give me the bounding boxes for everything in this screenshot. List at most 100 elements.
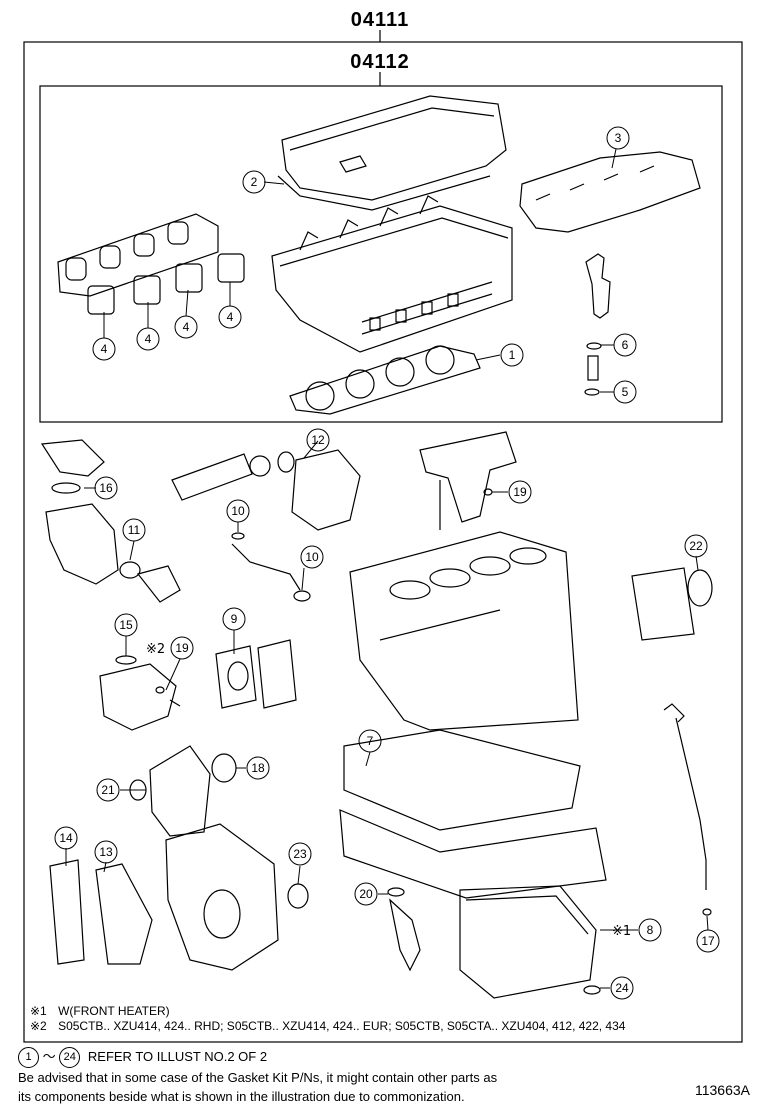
callout-1: 1 bbox=[500, 343, 524, 367]
callout-3: 3 bbox=[606, 126, 630, 150]
svg-text:4: 4 bbox=[101, 342, 108, 356]
callout-4: 4 bbox=[174, 315, 198, 339]
svg-text:20: 20 bbox=[359, 887, 373, 901]
svg-text:4: 4 bbox=[183, 320, 190, 334]
note-2: ※2 S05CTB.. XZU414, 424.. RHD; S05CTB.. … bbox=[30, 1019, 625, 1033]
callout-10: 10 bbox=[226, 499, 250, 523]
svg-text:12: 12 bbox=[311, 433, 325, 447]
svg-text:9: 9 bbox=[231, 612, 238, 626]
range-end-callout: 24 bbox=[59, 1047, 81, 1069]
exhaust-manifold-gasket bbox=[57, 213, 219, 297]
intake-manifold-gasket bbox=[519, 151, 701, 233]
footer-refer: 1 ～ 24 REFER TO ILLUST NO.2 OF 2 bbox=[18, 1046, 268, 1069]
rear-oil-seal-retainer bbox=[631, 567, 713, 641]
timing-gear-case bbox=[165, 823, 309, 971]
cylinder-head-gasket bbox=[289, 345, 481, 415]
callouts: 1 2 3 4 4 4 4 5 6 7 8 9 10 10 11 12 13 1… bbox=[54, 126, 720, 1000]
callout-4: 4 bbox=[218, 305, 242, 329]
water-pipe-small bbox=[231, 532, 311, 602]
water-inlet-housing bbox=[40, 439, 181, 603]
oil-level-gauge bbox=[663, 703, 712, 916]
callout-22: 22 bbox=[684, 534, 708, 558]
lower-oil-pan-gasket bbox=[459, 885, 597, 999]
figure-id: 113663A bbox=[694, 1082, 750, 1098]
water-pump bbox=[99, 655, 181, 731]
callout-19: 19 bbox=[508, 480, 532, 504]
mark-2: ※2 bbox=[146, 642, 165, 657]
svg-text:13: 13 bbox=[99, 845, 113, 859]
callout-15: 15 bbox=[114, 613, 138, 637]
kit-inner-code: 04112 bbox=[350, 51, 410, 73]
range-separator: ～ bbox=[42, 1049, 56, 1064]
kit-inner-frame bbox=[39, 85, 723, 423]
svg-text:18: 18 bbox=[251, 761, 265, 775]
callout-20: 20 bbox=[354, 882, 378, 906]
svg-text:5: 5 bbox=[622, 385, 629, 399]
callout-14: 14 bbox=[54, 826, 78, 850]
callout-4: 4 bbox=[136, 327, 160, 351]
svg-text:4: 4 bbox=[227, 310, 234, 324]
svg-text:3: 3 bbox=[615, 131, 622, 145]
kit-outer-frame bbox=[23, 41, 743, 1043]
svg-text:10: 10 bbox=[231, 504, 245, 518]
fuel-injector bbox=[584, 253, 611, 396]
water-pump-gasket bbox=[215, 639, 297, 709]
svg-text:7: 7 bbox=[367, 734, 374, 748]
advice-line-2: its components beside what is shown in t… bbox=[18, 1089, 465, 1104]
svg-text:17: 17 bbox=[701, 934, 715, 948]
advice-line-1: Be advised that in some case of the Gask… bbox=[18, 1070, 498, 1085]
svg-text:6: 6 bbox=[622, 338, 629, 352]
water-bypass-pipe bbox=[171, 449, 361, 531]
mark-1: ※1 bbox=[612, 924, 631, 939]
callout-18: 18 bbox=[246, 756, 270, 780]
oil-filler-housing bbox=[419, 431, 517, 530]
callout-12: 12 bbox=[306, 428, 330, 452]
callout-8: 8 bbox=[638, 918, 662, 942]
leader-lines bbox=[65, 148, 709, 989]
callout-11: 11 bbox=[122, 518, 146, 542]
svg-text:16: 16 bbox=[99, 481, 113, 495]
svg-text:23: 23 bbox=[293, 847, 307, 861]
kit-outer-code: 04111 bbox=[351, 9, 409, 31]
exhaust-port-gaskets bbox=[87, 253, 245, 315]
cylinder-head-cover bbox=[281, 95, 507, 201]
callout-2: 2 bbox=[242, 170, 266, 194]
oil-strainer bbox=[387, 887, 421, 972]
note-1-text: W(FRONT HEATER) bbox=[58, 1004, 170, 1018]
svg-text:1: 1 bbox=[509, 348, 516, 362]
timing-gear-case-gaskets bbox=[49, 859, 153, 965]
callout-7: 7 bbox=[358, 729, 382, 753]
callout-16: 16 bbox=[94, 476, 118, 500]
callout-21: 21 bbox=[96, 778, 120, 802]
svg-text:10: 10 bbox=[305, 550, 319, 564]
svg-text:24: 24 bbox=[615, 981, 629, 995]
callout-4: 4 bbox=[92, 337, 116, 361]
note-1: ※1 W(FRONT HEATER) bbox=[30, 1004, 170, 1018]
refer-text: REFER TO ILLUST NO.2 OF 2 bbox=[87, 1049, 268, 1064]
note-2-mark: ※2 bbox=[30, 1019, 47, 1033]
drain-plug-gasket bbox=[583, 985, 601, 995]
callout-13: 13 bbox=[94, 840, 118, 864]
svg-text:22: 22 bbox=[689, 539, 703, 553]
svg-text:8: 8 bbox=[647, 923, 654, 937]
svg-text:15: 15 bbox=[119, 618, 133, 632]
svg-text:19: 19 bbox=[175, 641, 189, 655]
note-1-mark: ※1 bbox=[30, 1004, 47, 1018]
oil-pan-gasket bbox=[339, 729, 607, 899]
svg-text:19: 19 bbox=[513, 485, 527, 499]
svg-text:4: 4 bbox=[145, 332, 152, 346]
cylinder-block bbox=[349, 531, 579, 731]
callout-23: 23 bbox=[288, 842, 312, 866]
head-cover-gasket bbox=[277, 175, 491, 211]
callout-5: 5 bbox=[613, 380, 637, 404]
callout-6: 6 bbox=[613, 333, 637, 357]
callout-9: 9 bbox=[222, 607, 246, 631]
svg-text:11: 11 bbox=[128, 523, 141, 537]
callout-19: 19 bbox=[170, 636, 194, 660]
svg-text:14: 14 bbox=[59, 831, 73, 845]
cylinder-head bbox=[271, 195, 513, 353]
range-start-callout: 1 bbox=[18, 1047, 39, 1069]
note-2-text: S05CTB.. XZU414, 424.. RHD; S05CTB.. XZU… bbox=[58, 1019, 626, 1033]
timing-cover-seal bbox=[129, 745, 237, 837]
